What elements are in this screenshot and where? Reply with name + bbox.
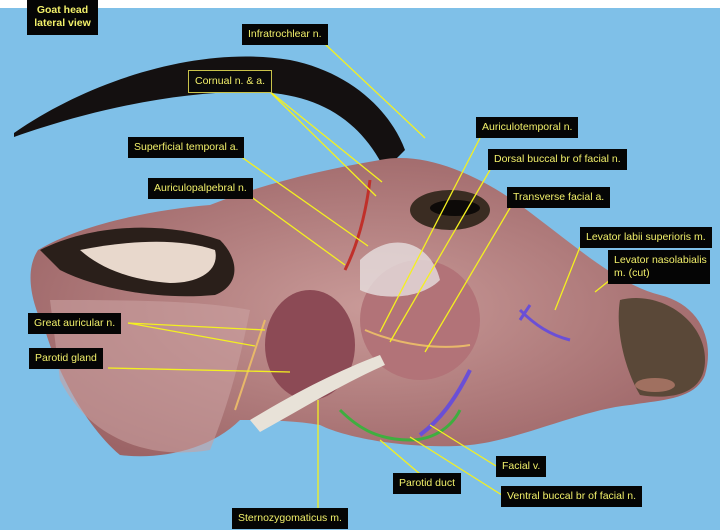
label-parotid-gland: Parotid gland: [29, 348, 103, 369]
label-cornual: Cornual n. & a.: [188, 70, 273, 93]
sternozygomaticus-muscle: [250, 355, 385, 432]
label-auriculotemporal: Auriculotemporal n.: [476, 117, 579, 138]
parotid-duct: [338, 408, 462, 442]
levator-nasolabialis-line-1: Levator nasolabialis: [614, 254, 707, 266]
label-levator-labii: Levator labii superioris m.: [580, 227, 712, 248]
label-transverse-facial: Transverse facial a.: [507, 187, 611, 208]
label-auriculopalpebral: Auriculopalpebral n.: [148, 178, 253, 199]
label-levator-nasolabialis: Levator nasolabialis m. (cut): [608, 250, 710, 284]
levator-nasolabialis-line-2: m. (cut): [614, 267, 650, 279]
title-line-2: lateral view: [34, 17, 91, 29]
muzzle: [618, 298, 705, 397]
label-parotid-duct: Parotid duct: [393, 473, 462, 494]
label-sternozygomaticus: Sternozygomaticus m.: [232, 508, 348, 529]
leader-lines: [107, 43, 611, 508]
label-infratrochlear: Infratrochlear n.: [242, 24, 328, 45]
horn: [14, 56, 405, 170]
facial-vein: [418, 369, 472, 437]
title-label: Goat head lateral view: [27, 0, 98, 35]
label-ventral-buccal: Ventral buccal br of facial n.: [501, 486, 642, 507]
label-superficial-temporal: Superficial temporal a.: [128, 137, 245, 158]
label-dorsal-buccal: Dorsal buccal br of facial n.: [488, 149, 627, 170]
top-margin: [0, 0, 720, 8]
title-line-1: Goat head: [36, 4, 89, 16]
label-great-auricular: Great auricular n.: [28, 313, 122, 334]
label-facial-v: Facial v.: [496, 456, 547, 477]
